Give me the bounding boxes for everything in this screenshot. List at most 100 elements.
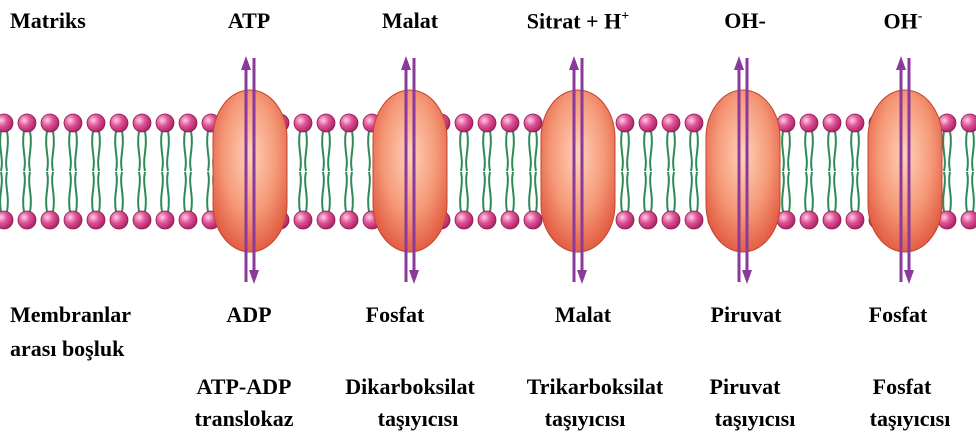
lipid-tail bbox=[690, 131, 692, 171]
transporter-5-bottom-label: Fosfat bbox=[869, 304, 928, 326]
lipid-head bbox=[0, 211, 13, 229]
lipid-head bbox=[87, 114, 105, 132]
lipid-tail bbox=[460, 172, 462, 212]
lipid-tail bbox=[535, 172, 537, 212]
lipid-tail bbox=[489, 172, 491, 212]
lipid-tail bbox=[138, 172, 140, 212]
lipid-head bbox=[524, 211, 542, 229]
arrow-down-head bbox=[577, 270, 587, 284]
lipid-tail bbox=[483, 172, 485, 212]
lipid-head bbox=[455, 114, 473, 132]
transporter-5-top-label: OH- bbox=[884, 10, 923, 32]
transporter-2-top-label: Malat bbox=[382, 10, 438, 32]
membrane-diagram bbox=[0, 50, 976, 290]
transporter-4-bottom-label: Piruvat bbox=[711, 304, 782, 326]
lipid-head bbox=[0, 114, 13, 132]
lipid-tail bbox=[98, 131, 100, 171]
lipid-tail bbox=[673, 131, 675, 171]
lipid-tail bbox=[29, 131, 31, 171]
lipid-tail bbox=[167, 131, 169, 171]
lipid-tail bbox=[23, 131, 25, 171]
lipid-tail bbox=[782, 172, 784, 212]
lipid-head bbox=[41, 114, 59, 132]
arrow-up-head bbox=[734, 56, 744, 70]
lipid-tail bbox=[966, 131, 968, 171]
transport-protein bbox=[373, 90, 447, 252]
lipid-head bbox=[133, 211, 151, 229]
lipid-tail bbox=[69, 131, 71, 171]
lipid-tail bbox=[0, 131, 2, 171]
transporter-1-name-line2: translokaz bbox=[195, 408, 294, 430]
lipid-tail bbox=[161, 172, 163, 212]
intermembrane-label-line2: arası boşluk bbox=[10, 338, 124, 360]
lipid-head bbox=[18, 211, 36, 229]
lipid-tail bbox=[805, 131, 807, 171]
lipid-tail bbox=[92, 131, 94, 171]
lipid-tail bbox=[322, 131, 324, 171]
lipid-tail bbox=[489, 131, 491, 171]
lipid-head bbox=[294, 211, 312, 229]
lipid-tail bbox=[529, 131, 531, 171]
lipid-head bbox=[317, 114, 335, 132]
arrow-up-head bbox=[896, 56, 906, 70]
lipid-tail bbox=[184, 131, 186, 171]
transporter-2-name-line1: Dikarboksilat bbox=[345, 376, 475, 398]
lipid-tail bbox=[368, 172, 370, 212]
transporter-1-bottom-label: ADP bbox=[226, 304, 271, 326]
transporter-5-name-line2: taşıyıcısı bbox=[870, 408, 951, 430]
lipid-tail bbox=[322, 172, 324, 212]
transporter-3 bbox=[541, 56, 615, 284]
transporter-3-name-line2: taşıyıcısı bbox=[545, 408, 626, 430]
lipid-head bbox=[846, 114, 864, 132]
lipid-tail bbox=[966, 172, 968, 212]
lipid-tail bbox=[535, 131, 537, 171]
lipid-head bbox=[317, 211, 335, 229]
transporter-4-name-line1: Piruvat bbox=[710, 376, 781, 398]
lipid-tail bbox=[805, 172, 807, 212]
lipid-head bbox=[823, 114, 841, 132]
lipid-tail bbox=[328, 172, 330, 212]
lipid-tail bbox=[828, 172, 830, 212]
lipid-head bbox=[133, 114, 151, 132]
lipid-head bbox=[156, 114, 174, 132]
transporter-2-bottom-label: Fosfat bbox=[366, 304, 425, 326]
lipid-tail bbox=[190, 172, 192, 212]
lipid-tail bbox=[75, 172, 77, 212]
lipid-tail bbox=[305, 131, 307, 171]
hydrogen-charge: + bbox=[621, 9, 629, 24]
lipid-tail bbox=[782, 131, 784, 171]
lipid-tail bbox=[972, 131, 974, 171]
lipid-tail bbox=[696, 131, 698, 171]
lipid-tail bbox=[644, 172, 646, 212]
lipid-head bbox=[639, 114, 657, 132]
lipid-tail bbox=[69, 172, 71, 212]
lipid-head bbox=[41, 211, 59, 229]
transporter-1-top-label: ATP bbox=[228, 10, 270, 32]
lipid-tail bbox=[121, 131, 123, 171]
lipid-tail bbox=[690, 172, 692, 212]
lipid-tail bbox=[299, 131, 301, 171]
lipid-head bbox=[662, 114, 680, 132]
lipid-tail bbox=[828, 131, 830, 171]
lipid-tail bbox=[696, 172, 698, 212]
transporter-2 bbox=[373, 56, 447, 284]
arrow-up-head bbox=[241, 56, 251, 70]
arrow-down-head bbox=[904, 270, 914, 284]
lipid-head bbox=[455, 211, 473, 229]
lipid-tail bbox=[673, 172, 675, 212]
lipid-head bbox=[616, 114, 634, 132]
lipid-tail bbox=[943, 172, 945, 212]
lipid-head bbox=[685, 114, 703, 132]
lipid-head bbox=[800, 211, 818, 229]
lipid-tail bbox=[627, 172, 629, 212]
lipid-tail bbox=[650, 172, 652, 212]
lipid-tail bbox=[506, 172, 508, 212]
transporter-1 bbox=[213, 56, 287, 284]
lipid-tail bbox=[167, 172, 169, 212]
lipid-head bbox=[87, 211, 105, 229]
lipid-tail bbox=[115, 131, 117, 171]
lipid-head bbox=[156, 211, 174, 229]
lipid-tail bbox=[115, 172, 117, 212]
lipid-tail bbox=[851, 131, 853, 171]
transporter-4-name-line2: taşıyıcısı bbox=[715, 408, 796, 430]
